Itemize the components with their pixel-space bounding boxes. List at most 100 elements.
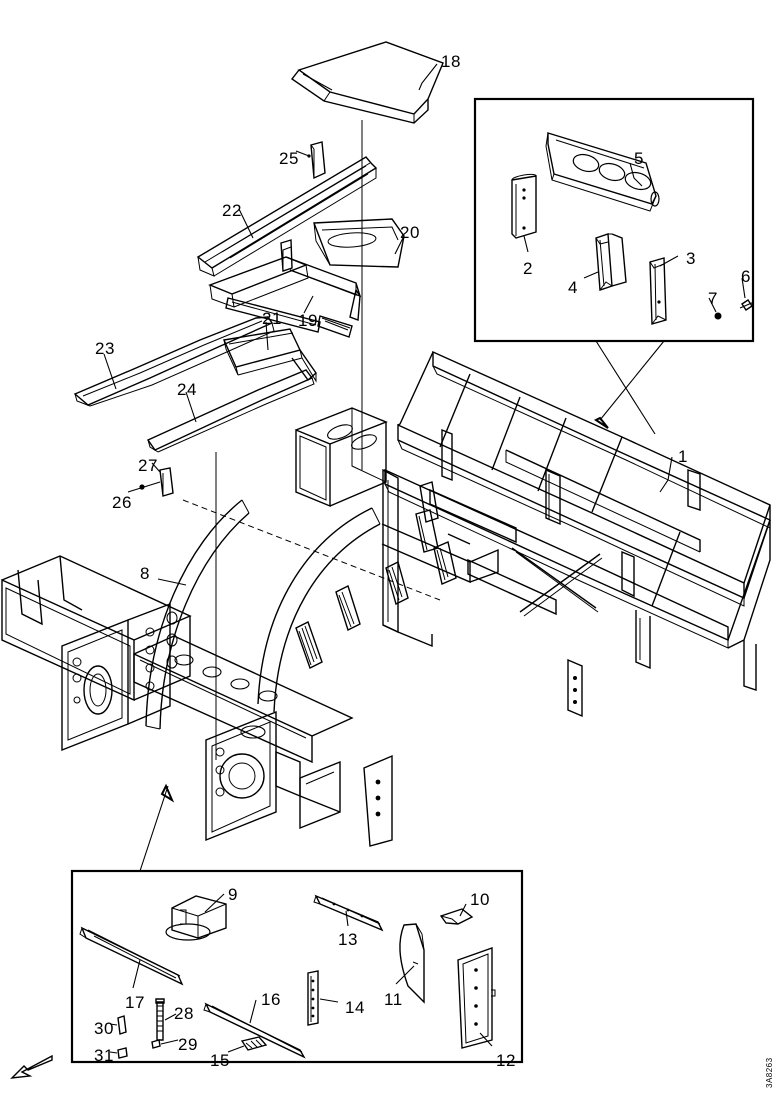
callout-10: 10 [470, 890, 490, 909]
leader-20 [394, 235, 405, 255]
leader-25 [295, 150, 310, 157]
part-18-plate [290, 41, 444, 124]
leader-1 [659, 456, 673, 493]
leader-23 [103, 353, 117, 390]
callout-16: 16 [261, 990, 281, 1009]
leader-22 [238, 208, 254, 239]
leader-31 [109, 1051, 118, 1054]
callout-5: 5 [634, 149, 644, 168]
rear-fender-arc [257, 481, 499, 713]
callout-15: 15 [210, 1051, 230, 1070]
callout-25: 25 [279, 149, 299, 168]
upper-inset-leader-b [599, 340, 665, 421]
callout-28: 28 [174, 1004, 194, 1023]
leader-19 [303, 295, 314, 314]
leader-12 [479, 1032, 493, 1047]
part-19-crossmember [208, 239, 362, 338]
lower-inset-box [70, 869, 524, 1064]
part-17-rail [79, 926, 184, 986]
leader-18 [418, 63, 438, 91]
leader-15 [227, 1045, 245, 1053]
callout-9: 9 [228, 885, 238, 904]
lower-inset-leader-a [139, 785, 169, 872]
leader-6 [741, 277, 746, 299]
leader-29 [160, 1039, 179, 1045]
callout-14: 14 [345, 998, 365, 1017]
part-31-fastener [117, 1047, 128, 1059]
upper-inset-box [473, 97, 755, 343]
part-28-bolt [155, 998, 165, 1041]
part-20-channel [313, 218, 405, 268]
part-22-rail [196, 156, 378, 277]
callout-20: 20 [400, 223, 420, 242]
callout-7: 7 [708, 289, 718, 308]
leader-10 [459, 903, 467, 917]
leader-13 [345, 910, 349, 927]
construction-line [182, 499, 441, 601]
part-13-bar [313, 894, 384, 932]
part-16-bar [203, 1002, 306, 1059]
leader-28 [164, 1013, 177, 1021]
main-chassis-frame [295, 350, 771, 718]
leader-2 [523, 235, 529, 253]
callout-3: 3 [686, 249, 696, 268]
callout-26: 26 [112, 493, 132, 512]
callout-11: 11 [384, 990, 403, 1009]
front-left-frame [1, 555, 393, 847]
part-24-bar [146, 369, 315, 453]
callout-4: 4 [568, 278, 578, 297]
part-27-clip [159, 467, 174, 497]
leader-7 [708, 297, 717, 313]
callout-31: 31 [94, 1046, 114, 1065]
leader-5 [629, 162, 643, 187]
leader-16 [249, 999, 257, 1024]
callout-21: 21 [262, 309, 282, 328]
leader-30 [109, 1023, 118, 1026]
callout-19: 19 [298, 311, 318, 330]
leader-9 [204, 893, 225, 913]
drawing-id-label: 3A8263 [765, 1057, 774, 1088]
callout-24: 24 [177, 380, 197, 399]
leader-4 [583, 271, 599, 279]
part-10-pad [439, 908, 474, 925]
part-4-bracket [595, 233, 627, 291]
part-23-rail [73, 316, 275, 407]
part-25-bracket [310, 141, 326, 180]
callout-1: 1 [678, 447, 688, 466]
leader-14 [319, 998, 339, 1003]
callout-8: 8 [140, 564, 150, 583]
part-12-plate [457, 947, 496, 1049]
callout-12: 12 [496, 1051, 516, 1070]
callout-22: 22 [222, 201, 242, 220]
callout-18: 18 [441, 52, 461, 71]
part-21-plate [222, 328, 317, 383]
part-15-clamp [240, 1036, 268, 1051]
part-14-strip [307, 970, 319, 1026]
callout-29: 29 [178, 1035, 198, 1054]
direction-arrow [10, 1054, 53, 1079]
part-7-fastener [714, 312, 722, 320]
callout-27: 27 [138, 456, 158, 475]
leader-27 [151, 462, 161, 473]
leader-24 [185, 391, 197, 423]
leader-21 [265, 321, 269, 351]
part-29-nut [151, 1039, 161, 1049]
part-5-beam [545, 132, 660, 212]
part-30-washer [117, 1015, 127, 1035]
part-6-fastener [739, 299, 755, 311]
leader-17 [132, 959, 141, 989]
leader-3 [659, 255, 679, 267]
part-9-mount [165, 895, 227, 941]
part-2-cylinder [511, 173, 537, 239]
callout-13: 13 [338, 930, 358, 949]
leader-11 [395, 965, 415, 985]
upper-inset-leader-a [595, 340, 656, 435]
leader-8 [157, 578, 187, 586]
callout-30: 30 [94, 1019, 114, 1038]
callout-17: 17 [125, 993, 145, 1012]
part-3-bracket [649, 257, 667, 325]
callout-6: 6 [741, 267, 751, 286]
callout-23: 23 [95, 339, 115, 358]
